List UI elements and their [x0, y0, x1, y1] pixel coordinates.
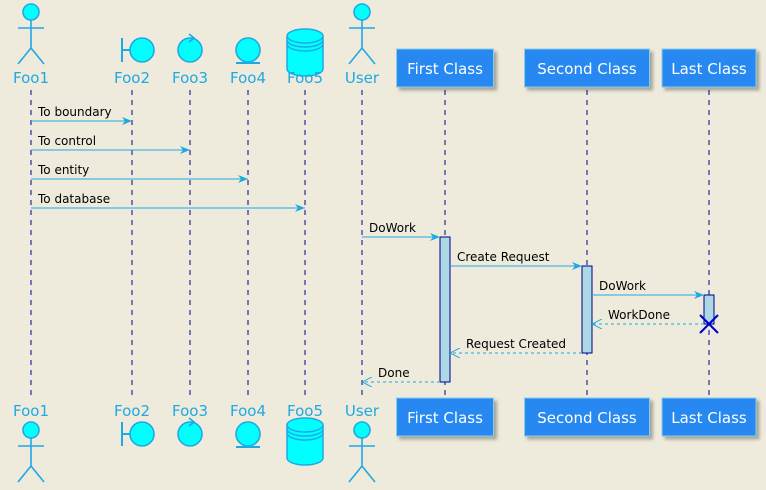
participant-foo4-bottom: Foo4	[230, 402, 266, 448]
activation-bar-first	[439, 236, 451, 383]
message-label: DoWork	[369, 221, 416, 235]
participant-name: Foo1	[13, 402, 49, 420]
participant-name: Foo2	[114, 69, 150, 87]
participant-label: Last Class	[671, 60, 747, 78]
participant-first-top: First Class	[396, 48, 494, 88]
participant-box	[524, 48, 650, 88]
participant-user-bottom: User	[345, 402, 380, 483]
participant-label: Second Class	[537, 60, 637, 78]
participant-foo2-bottom: Foo2	[114, 402, 155, 447]
participant-foo4-top: Foo4	[230, 37, 266, 87]
actor-head-icon	[353, 421, 371, 439]
participant-name: Foo5	[287, 69, 323, 87]
participant-label: First Class	[407, 60, 483, 78]
participant-last-top: Last Class	[661, 48, 757, 88]
participant-foo1-top: Foo1	[13, 3, 49, 87]
message: Request Created	[450, 337, 582, 353]
participant-name: User	[345, 402, 380, 420]
message-label: To boundary	[37, 105, 112, 119]
participant-last-bottom: Last Class	[661, 397, 757, 437]
message-label: Request Created	[466, 337, 566, 351]
message: DoWork	[592, 279, 704, 299]
message: DoWork	[362, 221, 440, 241]
participant-name: Foo5	[287, 402, 323, 420]
participant-foo1-bottom: Foo1	[13, 402, 49, 483]
message-label: To entity	[37, 163, 89, 177]
message-label: WorkDone	[608, 308, 670, 322]
participant-name: Foo4	[230, 69, 266, 87]
participant-foo3-top: Foo3	[172, 33, 208, 87]
message: WorkDone	[592, 308, 704, 324]
actor-head-icon	[22, 421, 40, 439]
participant-box	[661, 48, 757, 88]
participant-name: Foo1	[13, 69, 49, 87]
participant-box	[524, 397, 650, 437]
participant-foo2-top: Foo2	[114, 37, 155, 87]
message-label: To database	[37, 192, 110, 206]
message: Create Request	[450, 250, 582, 270]
participant-foo3-bottom: Foo3	[172, 402, 208, 447]
participant-user-top: User	[345, 3, 380, 87]
participant-name: User	[345, 69, 380, 87]
message: Done	[362, 366, 440, 382]
participant-label: Last Class	[671, 409, 747, 427]
participant-label: First Class	[407, 409, 483, 427]
participant-name: Foo2	[114, 402, 150, 420]
message: To boundary	[31, 105, 132, 125]
message-label: Create Request	[457, 250, 550, 264]
message: To entity	[31, 163, 248, 183]
participant-name: Foo4	[230, 402, 266, 420]
participant-foo5-bottom: Foo5	[286, 402, 324, 466]
message: To control	[31, 134, 190, 154]
participant-box	[396, 397, 494, 437]
actor-head-icon	[22, 3, 40, 21]
participant-label: Second Class	[537, 409, 637, 427]
participant-box	[396, 48, 494, 88]
participant-second-top: Second Class	[524, 48, 650, 88]
destroy-mark-icon	[699, 314, 719, 334]
participant-name: Foo3	[172, 69, 208, 87]
actor-head-icon	[353, 3, 371, 21]
message: To database	[31, 192, 305, 212]
participant-second-bottom: Second Class	[524, 397, 650, 437]
message-label: DoWork	[599, 279, 646, 293]
participant-box	[661, 397, 757, 437]
participant-foo5-top: Foo5	[286, 28, 324, 87]
activation-bar-second	[581, 265, 593, 354]
participant-name: Foo3	[172, 402, 208, 420]
message-label: To control	[37, 134, 96, 148]
participant-first-bottom: First Class	[396, 397, 494, 437]
message-label: Done	[378, 366, 410, 380]
